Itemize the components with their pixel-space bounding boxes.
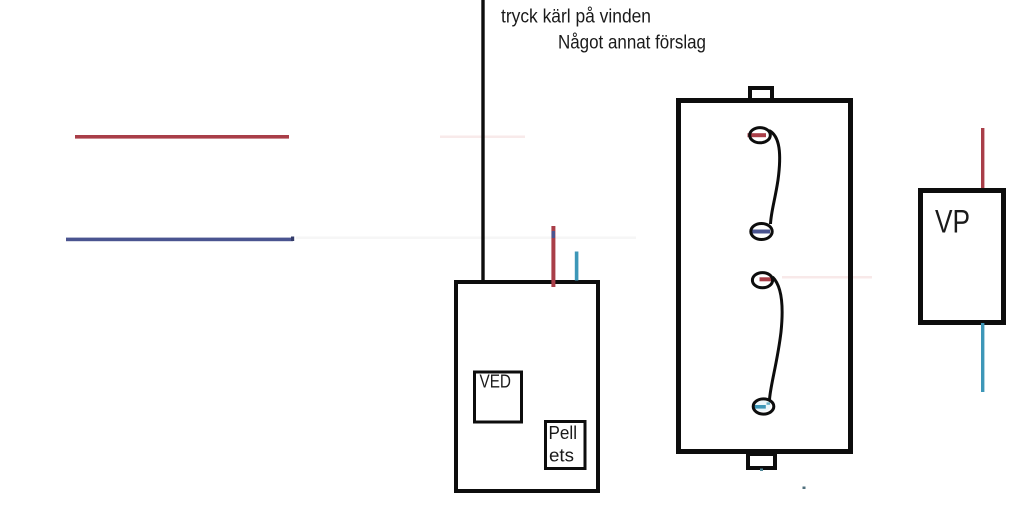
svg-text:VP: VP: [935, 204, 970, 240]
svg-text:ets: ets: [549, 446, 574, 466]
svg-text:Något annat förslag: Något annat förslag: [558, 33, 706, 54]
svg-text:Pell: Pell: [549, 423, 578, 443]
svg-text:tryck kärl på vinden: tryck kärl på vinden: [501, 7, 651, 28]
svg-text:VED: VED: [480, 371, 512, 391]
